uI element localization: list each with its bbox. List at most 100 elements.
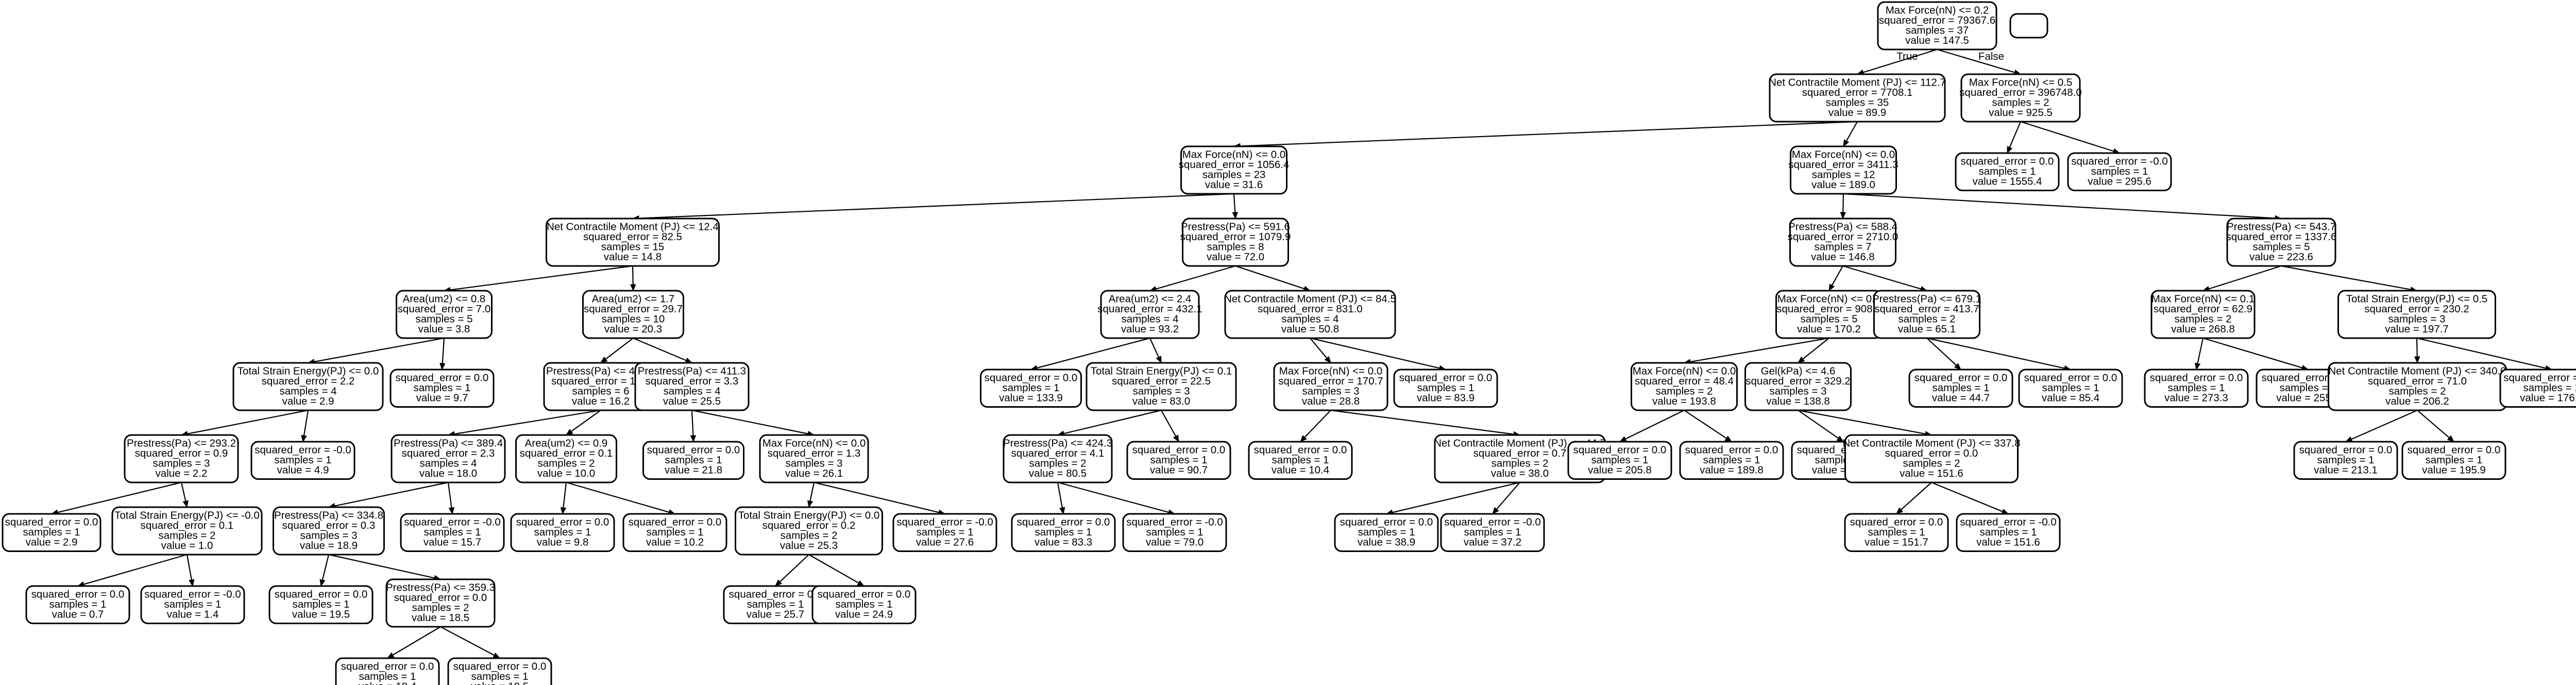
node-text-line: samples = 1 — [359, 671, 416, 682]
node-text-line: samples = 1 — [2167, 382, 2225, 394]
edge-line — [563, 482, 567, 508]
edge-line — [2202, 337, 2302, 369]
node-text-line: squared_error = 0.0 — [1685, 444, 1778, 456]
node-text-line: value = 273.3 — [2164, 392, 2228, 404]
edge-line — [450, 265, 633, 291]
node-text-line: value = 31.6 — [1205, 179, 1263, 191]
node-box — [2401, 441, 2506, 480]
edge-line — [314, 337, 445, 362]
node-text-line: samples = 4 — [1121, 313, 1178, 325]
node-text-line: Total Strain Energy(PJ) <= 0.5 — [2346, 293, 2488, 305]
edge-line — [691, 409, 808, 435]
node-text-line: value = 21.8 — [665, 464, 722, 476]
edge-line — [1926, 337, 2065, 369]
node-box — [1003, 434, 1113, 483]
node-text-line: Prestress(Pa) <= 679.1 — [1872, 293, 1981, 305]
node-text-line: Net Contractile Moment (PJ) <= 44.7 — [1434, 438, 1606, 449]
node-text-line: samples = 1 — [1868, 526, 1925, 538]
node-text-line: Max Force(nN) <= 0.5 — [1969, 77, 2073, 89]
node-text-line: value = 0.7 — [52, 609, 104, 621]
node-text-line: squared_error = -0.0 — [1960, 516, 2056, 528]
node-text-line: value = 16.2 — [572, 395, 630, 407]
node-box — [1631, 362, 1738, 411]
edge-line — [566, 481, 669, 513]
node-text-line: squared_error = 22.5 — [1112, 375, 1211, 387]
node-text-line: squared_error = 82.5 — [583, 231, 682, 243]
node-text-line: Max Force(nN) <= 0.0 — [762, 438, 866, 449]
node-text-line: squared_error = 0.0 — [275, 589, 368, 600]
edge-line — [180, 482, 187, 502]
node-box — [1844, 434, 2019, 483]
node-text-line: value = 170.2 — [1797, 323, 1861, 335]
edge-line — [440, 626, 495, 656]
node-text-line: samples = 3 — [2388, 313, 2445, 325]
node-text-line: squared_error = 2.2 — [262, 375, 355, 387]
node-box — [250, 441, 355, 480]
node-text-line: samples = 2 — [2388, 386, 2446, 397]
node-text-line: squared_error = 2710.0 — [1788, 231, 1899, 243]
node-text-line: squared_error = 0.0 — [629, 516, 722, 528]
node-text-line: value = 206.2 — [2385, 395, 2449, 407]
node-text-line: samples = 3 — [1132, 386, 1190, 397]
node-text-line: value = 2.2 — [156, 467, 208, 479]
node-text-line: value = 19.5 — [292, 609, 350, 621]
node-text-line: squared_error = 1.3 — [768, 447, 861, 459]
node-text-line: value = 28.8 — [1302, 395, 1360, 407]
edge-arrowhead — [301, 435, 307, 443]
node-text-line: samples = 1 — [423, 526, 481, 538]
node-text-line: squared_error = 62.9 — [2154, 303, 2252, 315]
node-text-line: samples = 4 — [1281, 313, 1338, 325]
node-box — [1440, 513, 1545, 552]
node-text-line: squared_error = 0.0 — [818, 589, 911, 600]
node-text-line: Max Force(nN) <= 0.2 — [1886, 5, 1989, 16]
node-text-line: samples = 4 — [419, 458, 477, 470]
node-text-line: value = 79.0 — [1146, 537, 1204, 548]
edge-arrowhead — [189, 579, 195, 587]
node-text-line: samples = 1 — [2523, 382, 2576, 394]
node-text-line: samples = 1 — [2091, 165, 2148, 177]
node-box — [1960, 73, 2081, 123]
node-text-line: samples = 1 — [1979, 526, 2037, 538]
edge-line — [1304, 410, 1331, 438]
node-text-line: samples = 15 — [601, 241, 665, 253]
node-text-line: value = 138.8 — [1766, 395, 1830, 407]
edge-line — [392, 626, 441, 656]
node-text-line: Max Force(nN) <= 0.0 — [1777, 293, 1881, 305]
edge-line — [1156, 265, 1236, 290]
legend-box — [2009, 13, 2048, 39]
node-box — [268, 585, 374, 624]
edge-line — [1330, 409, 1514, 435]
node-text-line: Total Strain Energy(PJ) <= 0.0 — [238, 365, 379, 377]
node-box — [1122, 513, 1227, 552]
node-text-line: squared_error = -0.0 — [1126, 516, 1223, 528]
node-text-line: samples = 1 — [413, 382, 470, 394]
node-text-line: samples = 2 — [1491, 458, 1548, 470]
edge-line — [83, 554, 188, 585]
edge-arrowhead — [1324, 356, 1331, 363]
tree-node: Total Strain Energy(PJ) <= 0.0squared_er… — [232, 362, 384, 411]
edge-arrowhead — [439, 363, 446, 371]
node-text-line: value = 151.6 — [1900, 467, 1963, 479]
node-text-line: value = 193.8 — [1652, 395, 1716, 407]
node-text-line: value = 295.6 — [2088, 176, 2151, 188]
node-text-line: samples = 8 — [1207, 241, 1264, 253]
edge-line — [1798, 409, 1926, 435]
node-box — [1844, 513, 1949, 552]
node-text-line: value = 26.1 — [785, 467, 843, 479]
edge-line — [779, 554, 809, 582]
node-text-line: value = 18.5 — [471, 681, 529, 685]
node-text-line: value = 14.8 — [604, 251, 662, 263]
node-text-line: value = 44.7 — [1932, 392, 1990, 404]
node-text-line: squared_error = 396748.0 — [1959, 87, 2082, 98]
